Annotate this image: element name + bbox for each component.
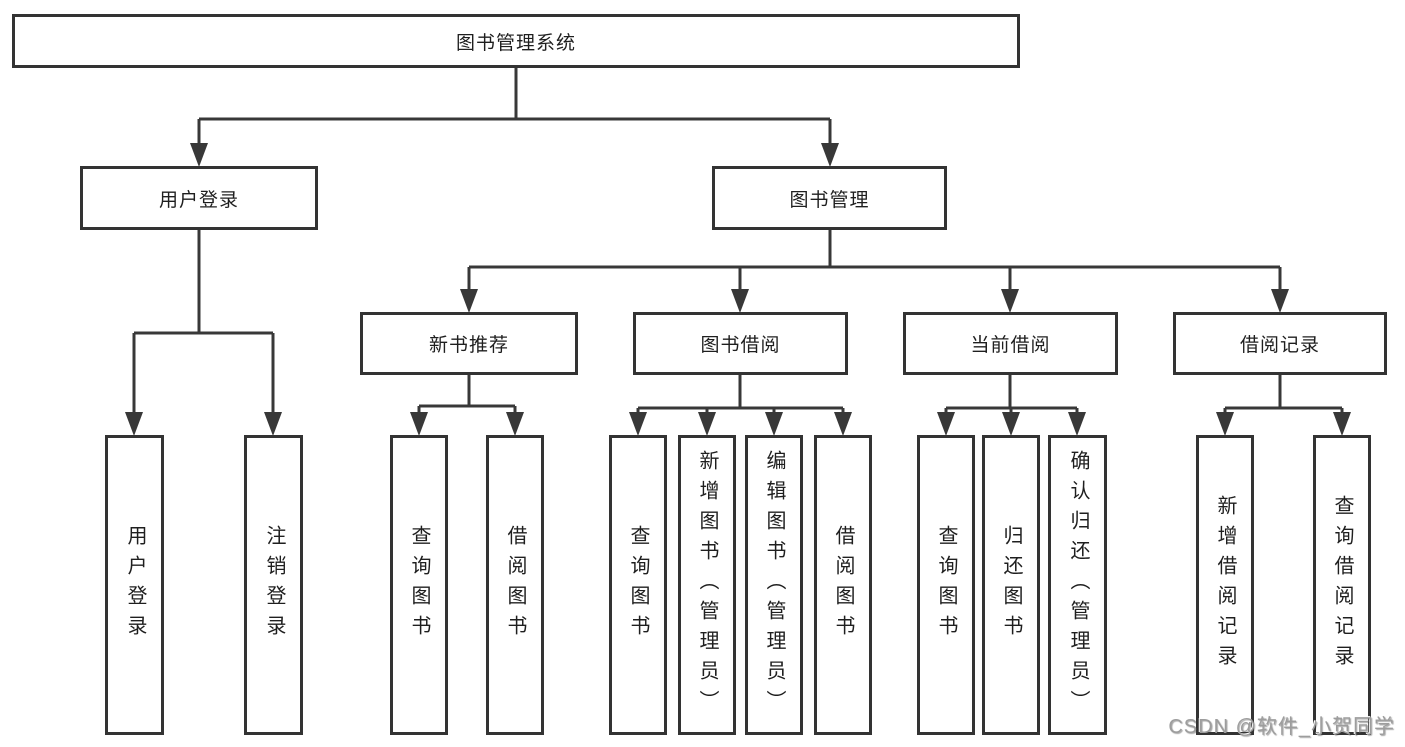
node-borrowing-records: 借阅记录 [1173, 312, 1387, 375]
node-label: 新书推荐 [428, 335, 509, 356]
leaf-confirm-return-admin: 确认归还（管理员） [1048, 435, 1107, 735]
leaf-borrow-books: 借阅图书 [486, 435, 544, 735]
node-label: 图书借阅 [700, 335, 781, 356]
node-book-borrowing: 图书借阅 [633, 312, 848, 375]
leaf-logout: 注销登录 [244, 435, 303, 735]
leaf-return-books: 归还图书 [982, 435, 1040, 735]
leaf-query-books: 查询图书 [917, 435, 975, 735]
node-label: 用户登录 [158, 189, 239, 211]
node-new-book-recommendation: 新书推荐 [360, 312, 578, 375]
node-label: 借阅记录 [1239, 335, 1320, 356]
leaf-query-books: 查询图书 [609, 435, 667, 735]
leaf-edit-book-admin: 编辑图书（管理员） [745, 435, 803, 735]
node-library-management-system: 图书管理系统 [12, 14, 1020, 68]
leaf-query-books: 查询图书 [390, 435, 448, 735]
leaf-borrow-books: 借阅图书 [814, 435, 872, 735]
node-book-management: 图书管理 [712, 166, 947, 230]
csdn-watermark: CSDN @软件_小贺同学 [1168, 716, 1395, 738]
leaf-add-book-admin: 新增图书（管理员） [678, 435, 736, 735]
node-label: 当前借阅 [970, 335, 1051, 356]
leaf-query-borrow-record: 查询借阅记录 [1313, 435, 1371, 735]
leaf-add-borrow-record: 新增借阅记录 [1196, 435, 1254, 735]
node-user-login: 用户登录 [80, 166, 318, 230]
node-current-borrowing: 当前借阅 [903, 312, 1118, 375]
node-label: 图书管理 [789, 189, 870, 211]
leaf-user-login: 用户登录 [105, 435, 164, 735]
node-label: 图书管理系统 [455, 32, 576, 54]
